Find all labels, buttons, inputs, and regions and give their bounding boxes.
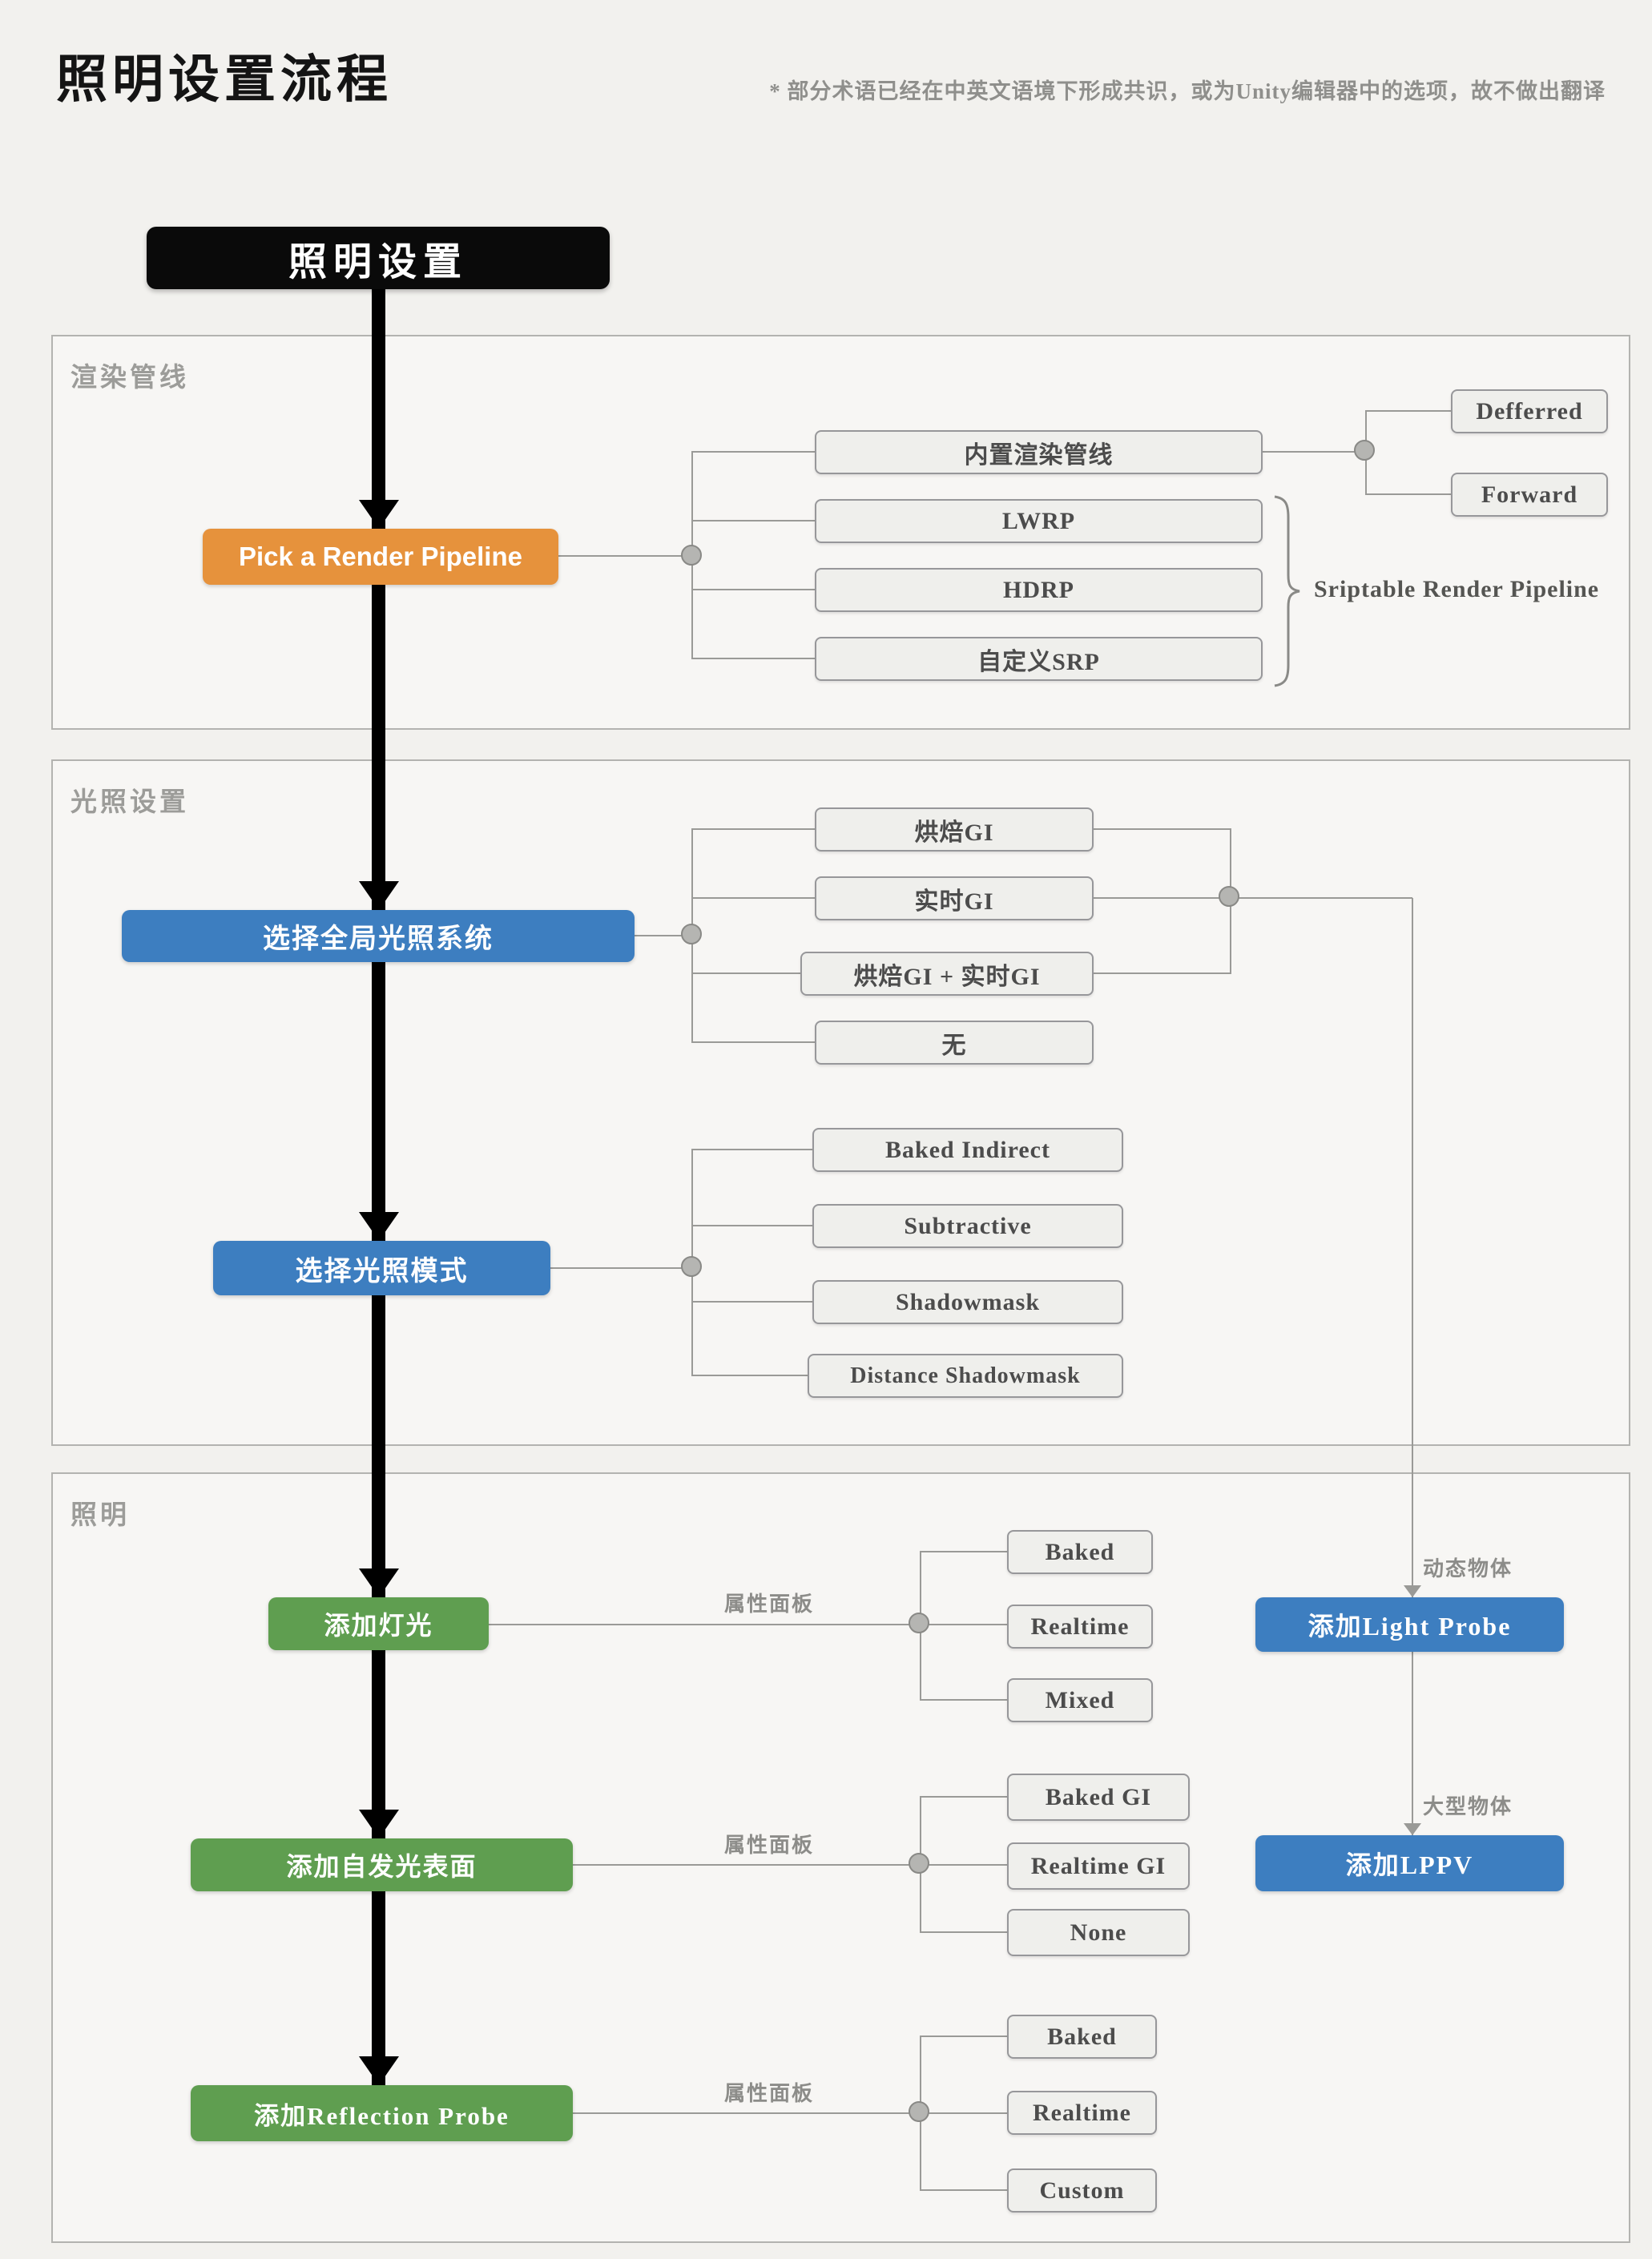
add-lights-node: 添加灯光: [268, 1597, 489, 1650]
connector-line: [692, 589, 815, 590]
connector-line: [1412, 1652, 1413, 1835]
connector-line: [692, 1041, 815, 1043]
connector-line: [1094, 972, 1231, 974]
option-reflection-realtime: Realtime: [1007, 2091, 1157, 2135]
large-objects-label: 大型物体: [1423, 1795, 1513, 1818]
connector-line: [558, 555, 693, 557]
option-light-realtime: Realtime: [1007, 1605, 1153, 1649]
panel-label: 属性面板: [723, 1593, 814, 1616]
connector-line: [692, 520, 815, 521]
srp-brace-label: Sriptable Render Pipeline: [1314, 576, 1600, 602]
connector-line: [920, 2036, 1007, 2037]
start-node: 照明设置: [147, 227, 610, 289]
option-defferred: Defferred: [1451, 389, 1608, 433]
connector-line: [920, 1796, 1007, 1798]
section-lighting-settings: [51, 759, 1630, 1446]
option-emissive-baked-gi: Baked GI: [1007, 1774, 1190, 1821]
page-note: * 部分术语已经在中英文语境下形成共识，或为Unity编辑器中的选项，故不做出翻…: [769, 79, 1606, 103]
page-title: 照明设置流程: [56, 51, 393, 108]
arrow-down-icon: [359, 1810, 399, 1838]
connector-line: [692, 1225, 812, 1226]
arrow-down-icon: [359, 1212, 399, 1241]
connector-dot: [681, 545, 702, 566]
option-custom-srp: 自定义SRP: [815, 637, 1263, 681]
option-realtime-gi: 实时GI: [815, 876, 1094, 920]
connector-line: [692, 828, 815, 830]
panel-label: 属性面板: [723, 2082, 814, 2105]
connector-dot: [1354, 440, 1375, 461]
option-emissive-realtime-gi: Realtime GI: [1007, 1842, 1190, 1890]
section-label-lighting-settings: 光照设置: [71, 788, 189, 817]
option-distance-shadowmask: Distance Shadowmask: [808, 1354, 1123, 1398]
option-reflection-custom: Custom: [1007, 2168, 1157, 2213]
option-light-baked: Baked: [1007, 1530, 1153, 1574]
brace-icon: [1274, 495, 1300, 687]
option-baked-indirect: Baked Indirect: [812, 1128, 1123, 1172]
arrow-down-icon: [1404, 1585, 1421, 1597]
connector-line: [692, 1375, 808, 1376]
connector-line: [573, 2112, 1007, 2114]
panel-label: 属性面板: [723, 1834, 814, 1857]
arrow-down-icon: [359, 881, 399, 910]
connector-line: [1094, 897, 1231, 899]
connector-line: [489, 1624, 1007, 1625]
section-label-render-pipeline: 渲染管线: [71, 364, 189, 393]
option-lwrp: LWRP: [815, 499, 1263, 543]
connector-line: [920, 1931, 1007, 1933]
add-lppv-node: 添加LPPV: [1255, 1835, 1564, 1891]
arrow-down-icon: [359, 2056, 399, 2085]
connector-line: [1412, 898, 1413, 1597]
connector-line: [1365, 493, 1451, 495]
connector-dot: [681, 924, 702, 944]
connector-line: [920, 2189, 1007, 2191]
connector-line: [920, 1699, 1007, 1701]
option-hdrp: HDRP: [815, 568, 1263, 612]
dynamic-objects-label: 动态物体: [1423, 1557, 1513, 1580]
option-no-gi: 无: [815, 1021, 1094, 1065]
connector-line: [692, 451, 815, 453]
connector-line: [1094, 828, 1231, 830]
connector-line: [573, 1864, 1007, 1866]
option-light-mixed: Mixed: [1007, 1678, 1153, 1722]
option-baked-plus-realtime-gi: 烘焙GI + 实时GI: [800, 952, 1094, 996]
choose-gi-system-node: 选择全局光照系统: [122, 910, 635, 962]
connector-line: [692, 1301, 812, 1303]
connector-line: [920, 1551, 1007, 1552]
connector-line: [692, 1149, 812, 1150]
option-baked-gi: 烘焙GI: [815, 807, 1094, 852]
connector-dot: [909, 1853, 929, 1874]
option-subtractive: Subtractive: [812, 1204, 1123, 1248]
connector-dot: [681, 1256, 702, 1277]
option-builtin-render-pipeline: 内置渲染管线: [815, 430, 1263, 474]
add-light-probe-node: 添加Light Probe: [1255, 1597, 1564, 1652]
connector-line: [1230, 897, 1412, 899]
connector-line: [692, 972, 800, 974]
connector-line: [550, 1267, 693, 1269]
arrow-down-icon: [359, 500, 399, 529]
arrow-down-icon: [1404, 1823, 1421, 1835]
add-emissive-surface-node: 添加自发光表面: [191, 1838, 573, 1891]
connector-line: [692, 658, 815, 659]
connector-line: [692, 897, 815, 899]
arrow-down-icon: [359, 1568, 399, 1597]
connector-dot: [909, 2101, 929, 2122]
option-shadowmask: Shadowmask: [812, 1280, 1123, 1324]
choose-light-mode-node: 选择光照模式: [213, 1241, 550, 1295]
connector-dot: [909, 1613, 929, 1633]
option-forward: Forward: [1451, 473, 1608, 517]
add-reflection-probe-node: 添加Reflection Probe: [191, 2085, 573, 2141]
section-label-lighting: 照明: [71, 1501, 130, 1530]
connector-line: [1263, 451, 1367, 453]
option-reflection-baked: Baked: [1007, 2015, 1157, 2059]
connector-line: [635, 935, 694, 936]
option-emissive-none: None: [1007, 1909, 1190, 1956]
connector-dot: [1219, 886, 1239, 907]
connector-line: [1365, 410, 1451, 412]
pick-render-pipeline-node: Pick a Render Pipeline: [203, 529, 558, 585]
